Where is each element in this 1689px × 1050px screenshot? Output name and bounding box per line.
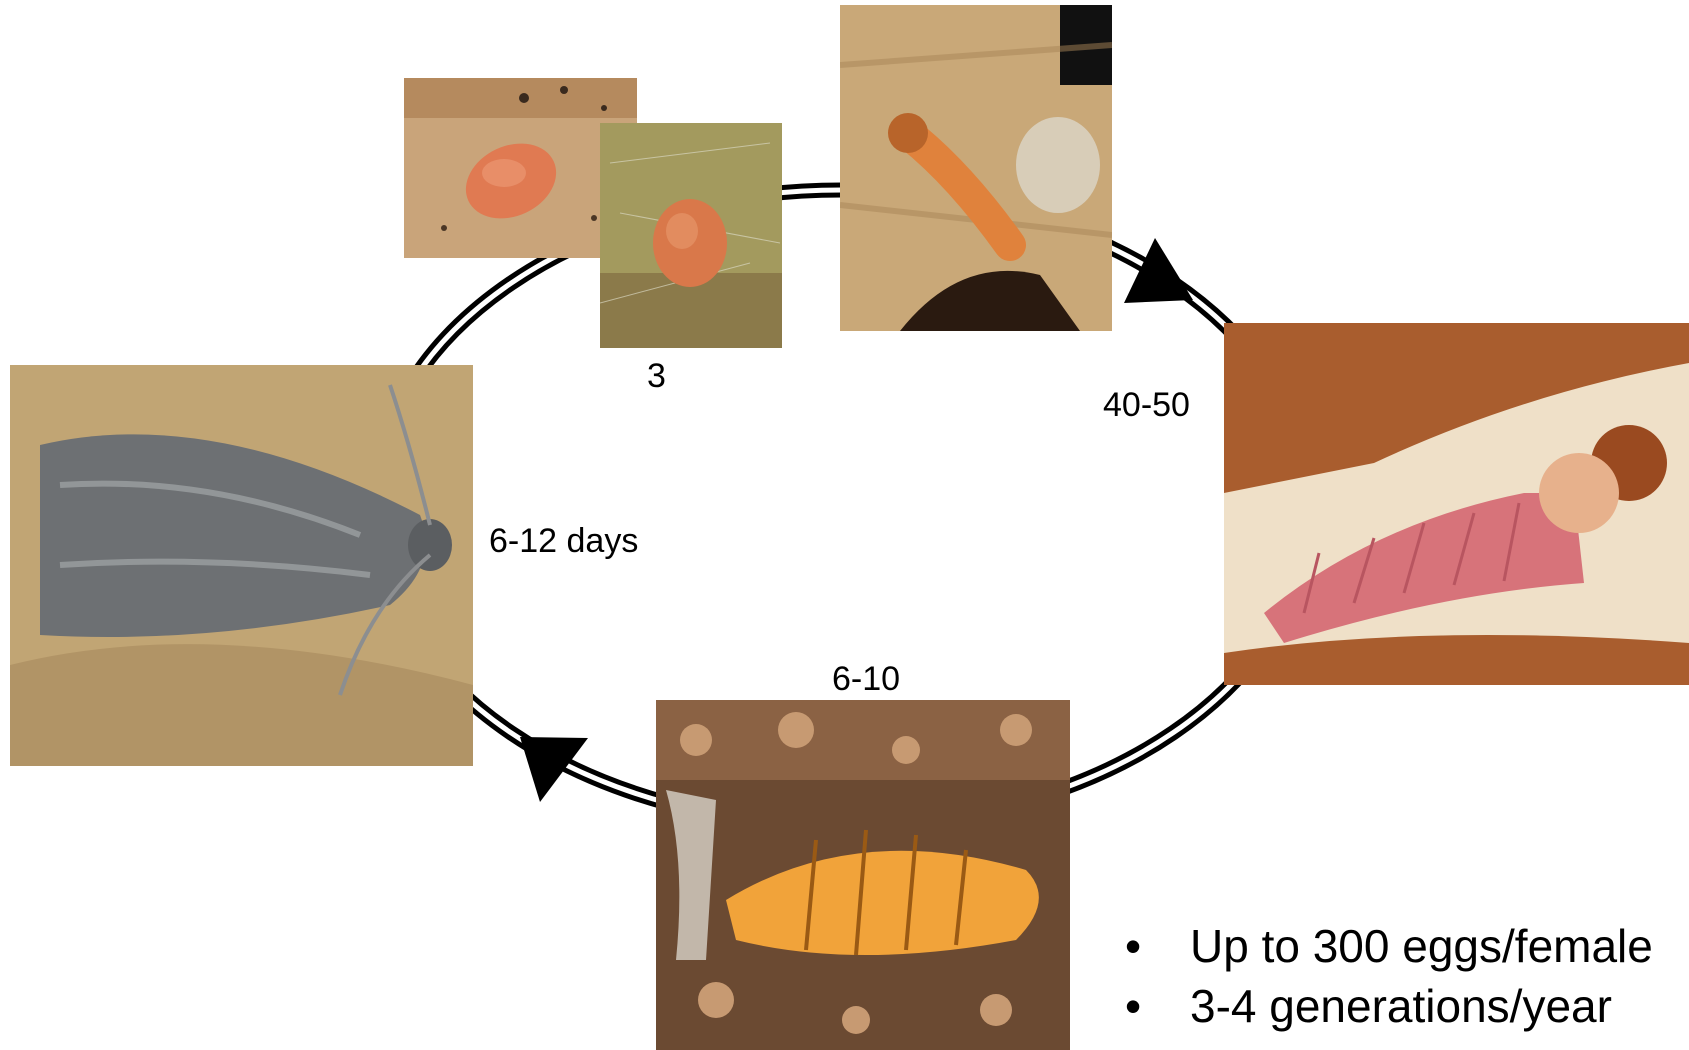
bullet-icon: • — [1125, 976, 1141, 1036]
pupa-duration-label: 6-10 — [832, 660, 900, 699]
adult-moth-photo — [10, 365, 473, 766]
facts-list: • Up to 300 eggs/female • 3-4 generation… — [1125, 916, 1653, 1036]
egg-duration-label: 3 — [647, 357, 666, 396]
bullet-icon: • — [1125, 916, 1141, 976]
fact-text: 3-4 generations/year — [1190, 980, 1612, 1032]
adult-duration-label: 6-12 days — [489, 522, 638, 561]
egg-photo — [600, 123, 782, 348]
pupa-photo — [656, 700, 1070, 1050]
fact-generations: • 3-4 generations/year — [1125, 976, 1653, 1036]
arrow-icon — [1124, 238, 1193, 303]
fact-text: Up to 300 eggs/female — [1190, 920, 1653, 972]
fact-eggs: • Up to 300 eggs/female — [1125, 916, 1653, 976]
young-larva-photo — [840, 5, 1112, 331]
larva-duration-label: 40-50 — [1103, 386, 1190, 425]
mature-larva-photo — [1224, 323, 1689, 685]
